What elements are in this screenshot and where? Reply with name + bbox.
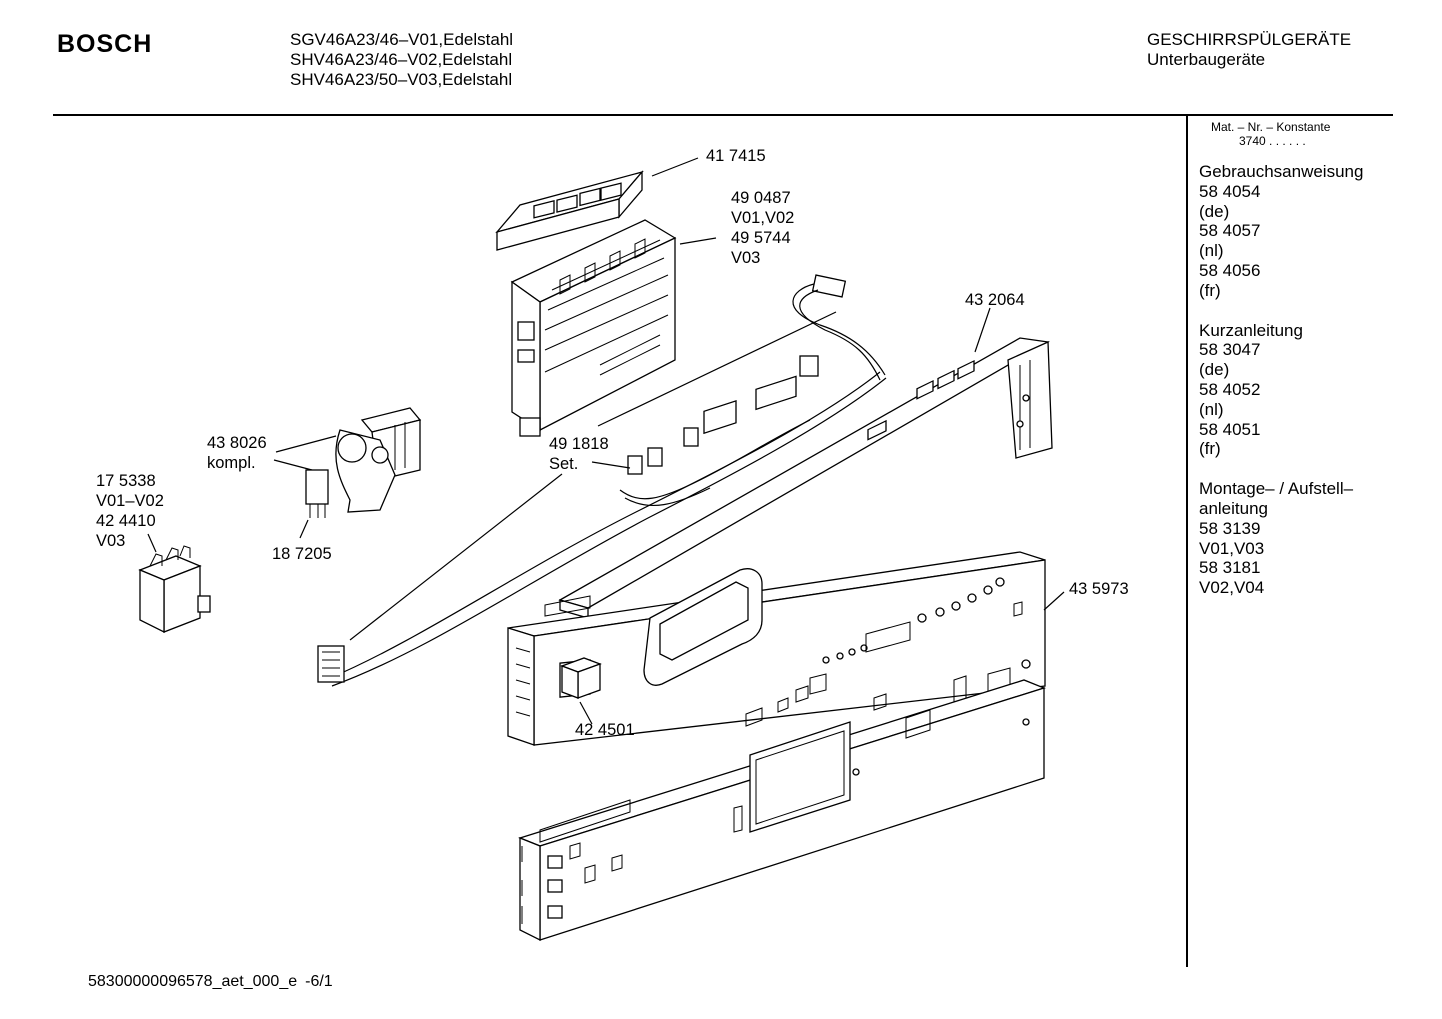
wire-connector-part xyxy=(792,274,886,381)
doc-line: anleitung xyxy=(1199,498,1269,518)
micro-switch-part xyxy=(305,469,329,518)
doc-line: 58 4056 xyxy=(1199,260,1261,280)
part-label-line: 43 8026 xyxy=(207,434,267,452)
leader-438026-b xyxy=(273,459,313,471)
doc-line: 58 4052 xyxy=(1199,379,1261,399)
matnr-block: Mat. – Nr. – Konstante 3740 . . . . . . xyxy=(1211,120,1330,148)
model-line: SHV46A23/50–V03,Edelstahl xyxy=(290,70,513,89)
footer-doc-id: 58300000096578_aet_000_e xyxy=(88,973,298,990)
leader-432064 xyxy=(974,307,991,353)
leader-491818-a xyxy=(597,311,837,427)
terminal-block-part xyxy=(138,545,211,634)
part-label-line: 49 1818 xyxy=(549,435,609,453)
sidebar-divider xyxy=(1186,115,1188,967)
doc-line: (de) xyxy=(1199,201,1230,221)
leader-435973 xyxy=(1043,591,1065,611)
category-subtitle: Unterbaugeräte xyxy=(1147,50,1266,69)
footer-page-number: -6/1 xyxy=(305,973,333,990)
doc-line: (fr) xyxy=(1199,439,1221,459)
part-label-line: 17 5338 xyxy=(96,472,156,490)
part-label-491818: 49 1818 Set. xyxy=(549,434,609,474)
part-label-424501: 42 4501 xyxy=(575,721,635,739)
doc-line: 58 4051 xyxy=(1199,419,1261,439)
part-label-line: kompl. xyxy=(207,454,256,472)
exploded-parts-diagram xyxy=(138,157,1065,942)
part-label-432064: 43 2064 xyxy=(965,291,1025,309)
leader-417415 xyxy=(651,157,699,177)
doc-group-title: Gebrauchsanweisung xyxy=(1199,162,1364,181)
category-title: GESCHIRRSPÜLGERÄTE xyxy=(1147,30,1352,49)
matnr-value: 3740 . . . . . . xyxy=(1239,134,1306,148)
doc-line: (nl) xyxy=(1199,241,1224,261)
doc-line: (de) xyxy=(1199,360,1230,380)
part-label-438026: 43 8026 kompl. xyxy=(207,433,267,473)
part-label-line: V01–V02 xyxy=(96,492,164,510)
part-label-line: 49 5744 xyxy=(731,229,791,247)
doc-group-kurzanleitung: Kurzanleitung 58 3047 (de) 58 4052 (nl) … xyxy=(1199,321,1363,460)
wire-harness-part xyxy=(317,355,887,687)
part-label-line: 42 4410 xyxy=(96,512,156,530)
doc-line: (nl) xyxy=(1199,399,1224,419)
part-label-417415: 41 7415 xyxy=(706,147,766,165)
part-label-435973: 43 5973 xyxy=(1069,580,1129,598)
doc-group-montageanleitung: Montage– / Aufstell– anleitung 58 3139 V… xyxy=(1199,479,1363,598)
doc-line: 58 3139 xyxy=(1199,518,1261,538)
doc-line: 58 3181 xyxy=(1199,558,1261,578)
header-divider xyxy=(53,114,1393,116)
category-block: GESCHIRRSPÜLGERÄTE Unterbaugeräte xyxy=(1147,30,1351,70)
control-module-part xyxy=(510,219,677,437)
part-label-490487: 49 0487 V01,V02 49 5744 V03 xyxy=(731,188,794,268)
leader-175338 xyxy=(147,533,157,553)
leader-424501 xyxy=(579,701,593,725)
leader-187205 xyxy=(299,519,309,539)
documentation-list: Gebrauchsanweisung 58 4054 (de) 58 4057 … xyxy=(1199,162,1363,618)
leader-491818-b xyxy=(591,461,631,469)
doc-line: 58 4057 xyxy=(1199,221,1261,241)
model-line: SGV46A23/46–V01,Edelstahl xyxy=(290,30,514,49)
doc-line: (fr) xyxy=(1199,280,1221,300)
model-list: SGV46A23/46–V01,Edelstahl SHV46A23/46–V0… xyxy=(290,30,513,90)
part-label-187205: 18 7205 xyxy=(272,545,332,563)
small-block-part xyxy=(560,657,602,699)
model-line: SHV46A23/46–V02,Edelstahl xyxy=(290,50,513,69)
leader-438026-a xyxy=(275,435,337,453)
part-label-175338: 17 5338 V01–V02 42 4410 V03 xyxy=(96,471,164,551)
doc-line: V01,V03 xyxy=(1199,538,1265,558)
footer: 58300000096578_aet_000_e -6/1 xyxy=(88,973,333,991)
part-label-line: V03 xyxy=(96,532,126,550)
button-bar-part xyxy=(495,170,644,251)
doc-group-gebrauchsanweisung: Gebrauchsanweisung 58 4054 (de) 58 4057 … xyxy=(1199,162,1363,301)
doc-line: 58 4054 xyxy=(1199,181,1261,201)
inner-panel-part xyxy=(518,679,1046,942)
doc-group-title: Montage– / Aufstell– xyxy=(1199,479,1354,499)
door-lock-part xyxy=(335,407,422,513)
doc-line: V02,V04 xyxy=(1199,578,1265,598)
part-label-line: 49 0487 xyxy=(731,189,791,207)
part-label-line: V03 xyxy=(731,249,761,267)
part-label-line: V01,V02 xyxy=(731,209,795,227)
part-label-line: Set. xyxy=(549,455,579,473)
matnr-label: Mat. – Nr. – Konstante xyxy=(1211,120,1331,134)
leader-491818-c xyxy=(349,473,563,641)
leader-490487 xyxy=(679,237,717,245)
doc-group-title: Kurzanleitung xyxy=(1199,320,1303,340)
control-strip-part xyxy=(558,337,1053,619)
brand-logo: BOSCH xyxy=(57,30,153,58)
doc-line: 58 3047 xyxy=(1199,340,1261,360)
